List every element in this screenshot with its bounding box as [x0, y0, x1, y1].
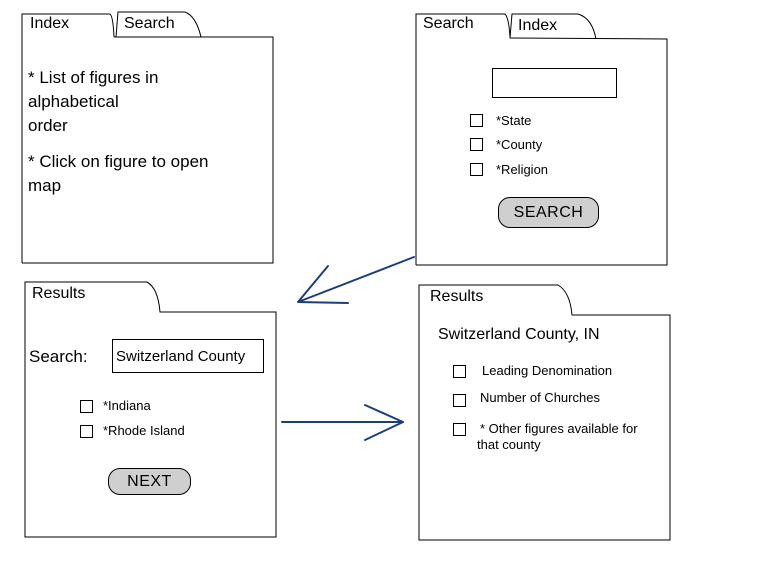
search-input[interactable] [492, 68, 617, 98]
indiana-checkbox[interactable] [80, 400, 93, 413]
number-of-churches-label: Number of Churches [480, 390, 600, 405]
search-panel-box [416, 37, 668, 266]
index-text-line: alphabetical [28, 92, 119, 111]
tab-results-left[interactable]: Results [32, 285, 86, 302]
leading-denomination-label: Leading Denomination [482, 363, 613, 378]
tab-results-right[interactable]: Results [430, 288, 484, 305]
next-button[interactable]: NEXT [108, 468, 191, 495]
tab-index-inactive[interactable]: Index [518, 17, 558, 34]
religion-checkbox[interactable] [470, 163, 483, 176]
search-label: Search: [29, 347, 88, 366]
index-text-line: map [28, 176, 62, 195]
other-figures-label-cont: that county [477, 437, 541, 452]
search-tab-outline [115, 11, 202, 38]
rhode-island-checkbox[interactable] [80, 425, 93, 438]
index-text-line: * Click on figure to open [28, 152, 209, 171]
indiana-option-label: *Indiana [103, 398, 151, 413]
tab-index[interactable]: Index [30, 15, 70, 32]
arrow-results-to-details [281, 404, 404, 441]
index-text-line: * List of figures in [28, 68, 159, 87]
rhode-island-option-label: *Rhode Island [103, 423, 185, 438]
tab-search-active[interactable]: Search [423, 15, 474, 32]
results-left-tab-outline [24, 281, 277, 538]
index-tab-outline [21, 13, 115, 263]
other-figures-label: * Other figures available for [480, 421, 638, 436]
arrow-search-to-results [297, 256, 415, 304]
index-text-line: order [28, 116, 68, 135]
religion-option-label: *Religion [496, 162, 549, 177]
search-button[interactable]: SEARCH [498, 197, 599, 228]
county-checkbox[interactable] [470, 138, 483, 151]
search2-tab-outline [415, 13, 511, 265]
index2-tab-outline [509, 13, 597, 40]
tab-search[interactable]: Search [124, 15, 175, 32]
results-heading: Switzerland County, IN [438, 326, 600, 343]
results-right-tab-outline [418, 284, 671, 541]
index-panel-box [22, 36, 274, 264]
results-search-field[interactable]: Switzerland County [112, 339, 264, 373]
other-figures-checkbox[interactable] [453, 423, 466, 436]
number-of-churches-checkbox[interactable] [453, 394, 466, 407]
state-option-label: *State [496, 113, 532, 128]
county-option-label: *County [496, 137, 543, 152]
leading-denomination-checkbox[interactable] [453, 365, 466, 378]
state-checkbox[interactable] [470, 114, 483, 127]
